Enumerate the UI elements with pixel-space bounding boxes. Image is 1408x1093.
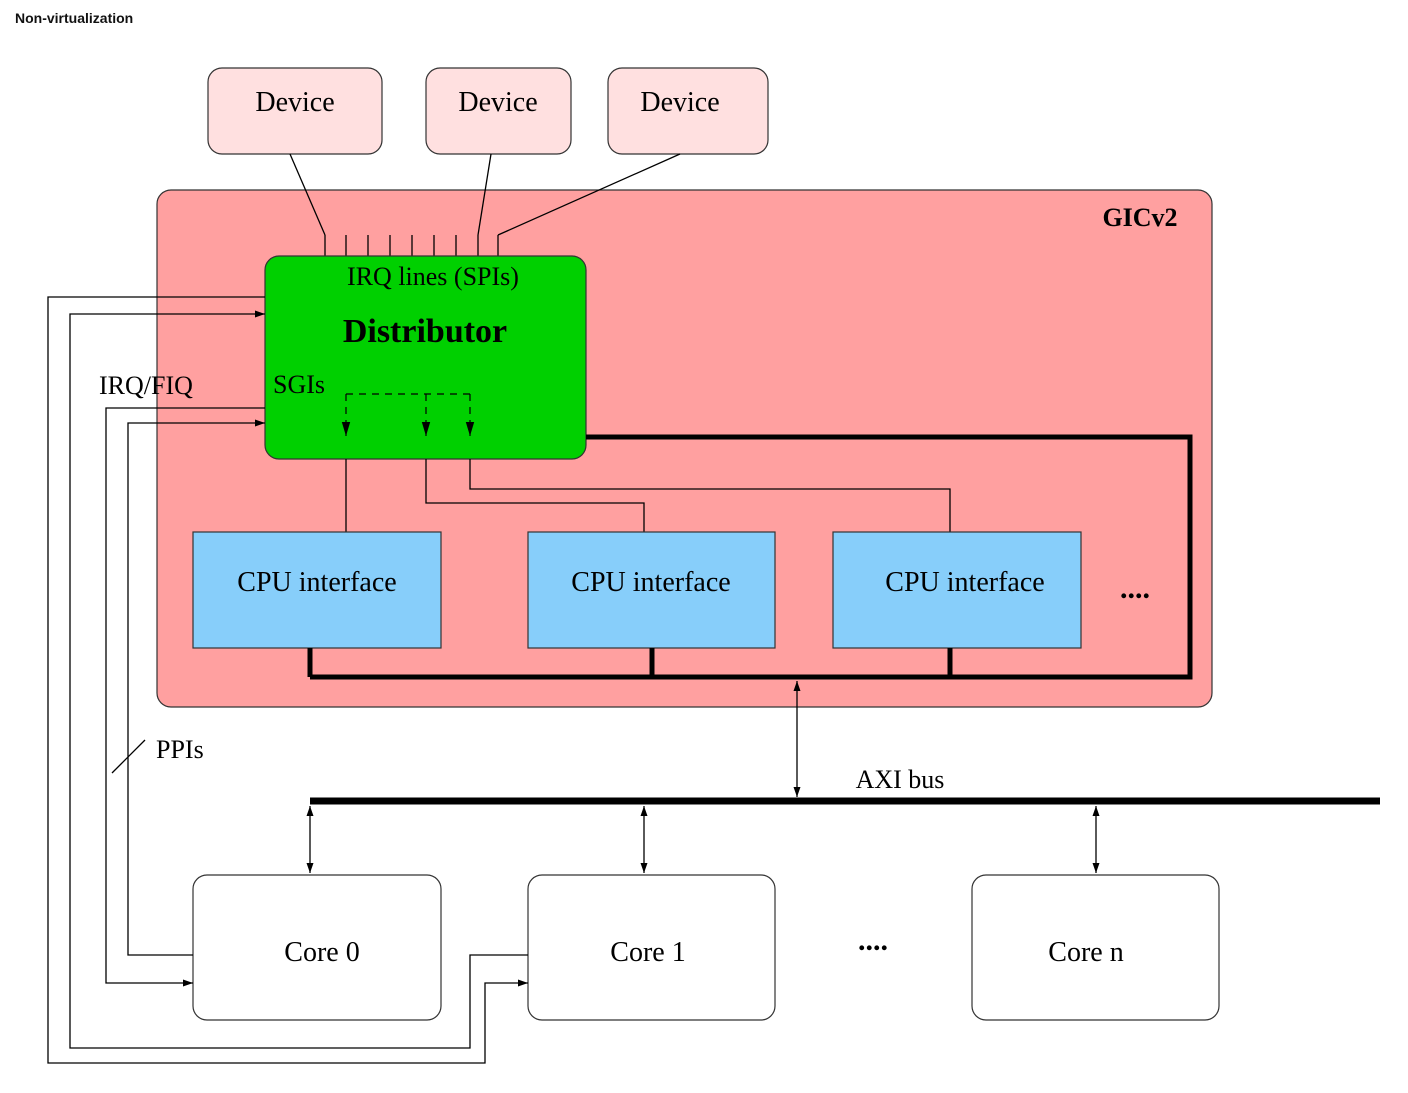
core-box: Core 1 bbox=[527, 874, 776, 1021]
distributor-cpu-connections bbox=[345, 459, 951, 532]
core-label: Core 1 bbox=[610, 937, 685, 968]
cpu-interface-box: CPU interface bbox=[832, 531, 1082, 649]
device-connections bbox=[289, 153, 681, 236]
core-label: Core 0 bbox=[284, 937, 359, 968]
irq-fiq-label: IRQ/FIQ bbox=[99, 371, 193, 400]
cpu-interface-box: CPU interface bbox=[527, 531, 776, 649]
internal-bus bbox=[307, 434, 1193, 680]
page-heading: Non-virtualization bbox=[15, 10, 134, 26]
cpu-interface-box: CPU interface bbox=[192, 531, 442, 649]
device-box: Device bbox=[425, 67, 572, 155]
device-label: Device bbox=[458, 87, 537, 118]
distributor-title: Distributor bbox=[343, 313, 507, 350]
gic-title: GICv2 bbox=[1102, 203, 1177, 232]
axi-core-links bbox=[306, 806, 1100, 873]
core-label: Core n bbox=[1048, 937, 1123, 968]
core-box: Core 0 bbox=[192, 874, 442, 1021]
cpu-interface-label: CPU interface bbox=[885, 567, 1044, 598]
device-box: Device bbox=[207, 67, 383, 155]
cpu-interface-more: .... bbox=[1120, 572, 1150, 605]
core-box: Core n bbox=[971, 874, 1220, 1021]
device-label: Device bbox=[255, 87, 334, 118]
device-label: Device bbox=[640, 87, 719, 118]
ppis-label: PPIs bbox=[156, 735, 204, 764]
cpu-interface-label: CPU interface bbox=[237, 567, 396, 598]
irq-lines-label: IRQ lines (SPIs) bbox=[347, 262, 519, 291]
axi-bus-label: AXI bus bbox=[856, 765, 945, 794]
sgis-label: SGIs bbox=[273, 370, 325, 399]
cpu-interface-label: CPU interface bbox=[571, 567, 730, 598]
device-box: Device bbox=[607, 67, 769, 155]
irq-line-stubs bbox=[324, 235, 499, 256]
sgi-routing bbox=[341, 393, 475, 436]
cores-more: .... bbox=[858, 924, 888, 957]
irq-fiq-wiring bbox=[47, 296, 528, 1064]
